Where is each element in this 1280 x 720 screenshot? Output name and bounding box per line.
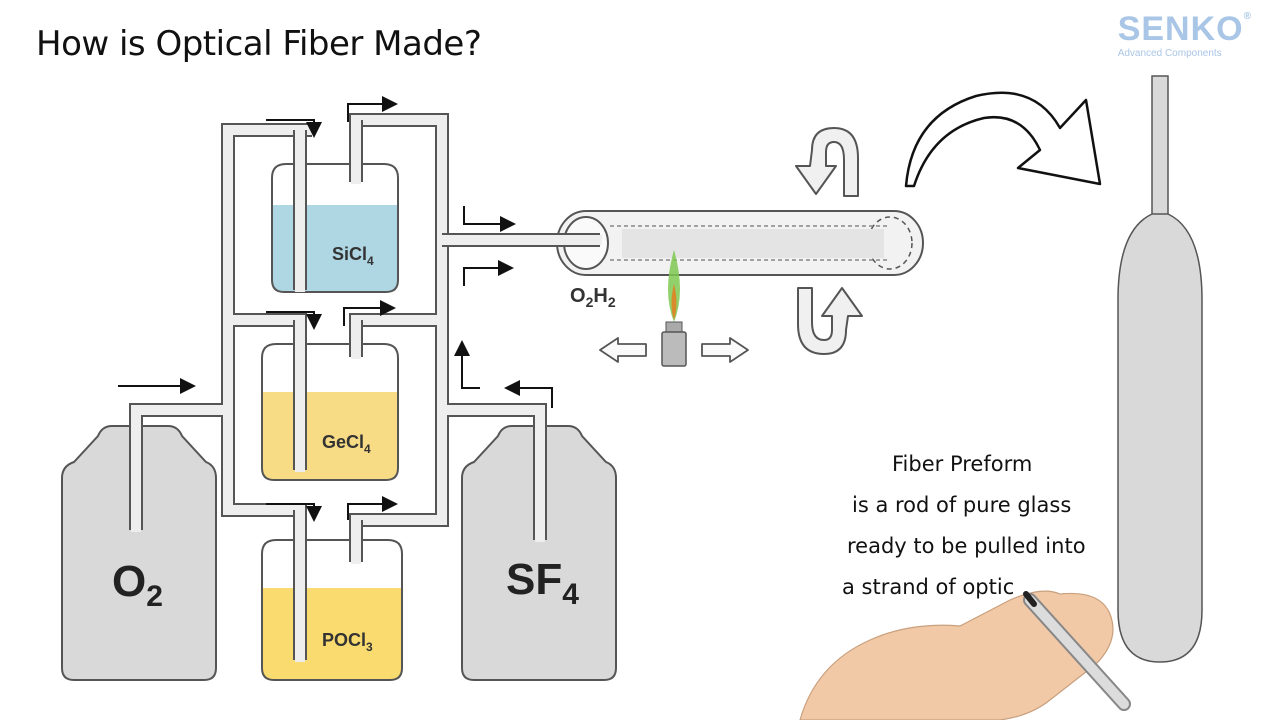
gecl4-subscript: 4 [364, 442, 371, 456]
o2-subscript: 2 [146, 580, 163, 613]
svg-text:GeCl4: GeCl4 [322, 432, 371, 456]
flow-arrows [118, 96, 553, 522]
sf4-subscript: 4 [562, 578, 579, 611]
rotating-tube [440, 210, 924, 276]
pocl3-subscript: 3 [366, 640, 373, 654]
logo-brand: SENKO [1117, 10, 1244, 48]
o2-label: O [112, 557, 146, 606]
svg-text:O2H2: O2H2 [570, 285, 616, 310]
o2-bottle: O2 [61, 424, 217, 681]
page-title: How is Optical Fiber Made? [36, 24, 482, 64]
pocl3-label: POCl [322, 630, 366, 650]
hand-illustration [799, 590, 1131, 720]
logo-reg: ® [1243, 11, 1252, 22]
svg-text:O2: O2 [112, 557, 163, 613]
torch-label-h-sub: 2 [608, 294, 616, 310]
sf4-bottle: SF4 [461, 422, 617, 681]
move-right-arrow-icon [701, 337, 749, 363]
sf4-label: SF [506, 555, 562, 604]
logo-tagline: Advanced Components [1117, 48, 1222, 59]
beaker-pocl3: POCl3 [261, 508, 403, 681]
curved-arrow-icon [904, 91, 1102, 188]
svg-text:SF4: SF4 [506, 555, 579, 611]
svg-text:SiCl4: SiCl4 [332, 244, 374, 268]
gecl4-label: GeCl [322, 432, 364, 452]
move-left-arrow-icon [599, 337, 647, 363]
torch: O2H2 [570, 250, 687, 367]
torch-move-arrows [599, 337, 749, 363]
rotation-arrow-top [795, 127, 859, 197]
fiber-preform [1117, 75, 1203, 663]
beaker-sicl4: SiCl4 [271, 118, 399, 293]
torch-label-o: O [570, 285, 586, 307]
torch-label-o-sub: 2 [586, 294, 594, 310]
sicl4-subscript: 4 [367, 254, 374, 268]
caption-line-2: is a rod of pure glass [852, 493, 1072, 517]
beaker-gecl4: GeCl4 [261, 318, 399, 481]
caption-line-4: a strand of optic [842, 575, 1015, 599]
senko-logo: SENKO® Advanced Components [1117, 10, 1252, 60]
caption-line-3: ready to be pulled into [847, 534, 1086, 558]
caption-line-1: Fiber Preform [892, 452, 1033, 476]
rotation-arrow-bottom [797, 287, 863, 355]
torch-label-h: H [593, 285, 607, 307]
svg-text:POCl3: POCl3 [322, 630, 373, 654]
sicl4-label: SiCl [332, 244, 367, 264]
